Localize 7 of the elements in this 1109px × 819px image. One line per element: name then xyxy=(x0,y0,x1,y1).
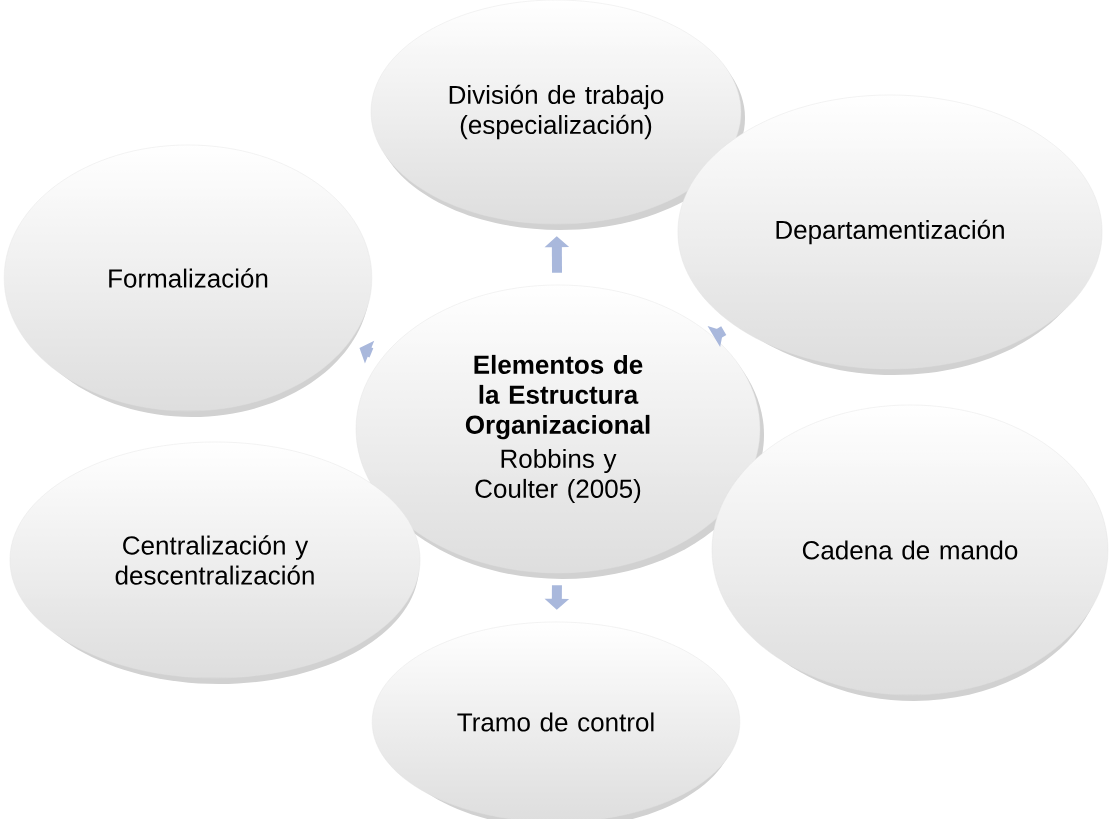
ellipse-node: Formalización xyxy=(3,144,373,417)
ellipse-node: Cadena de mando xyxy=(711,404,1109,701)
ellipse-node: Departamentización xyxy=(677,94,1103,375)
ellipse-node: Elementos de la Estructura Organizacional Robbins y Coulter (2005) xyxy=(355,284,764,579)
ellipse-node: Tramo de control xyxy=(371,621,741,819)
ellipse-node: División de trabajo (especialización) xyxy=(370,0,745,230)
ellipse-node: Centralización y descentralización xyxy=(9,441,421,684)
